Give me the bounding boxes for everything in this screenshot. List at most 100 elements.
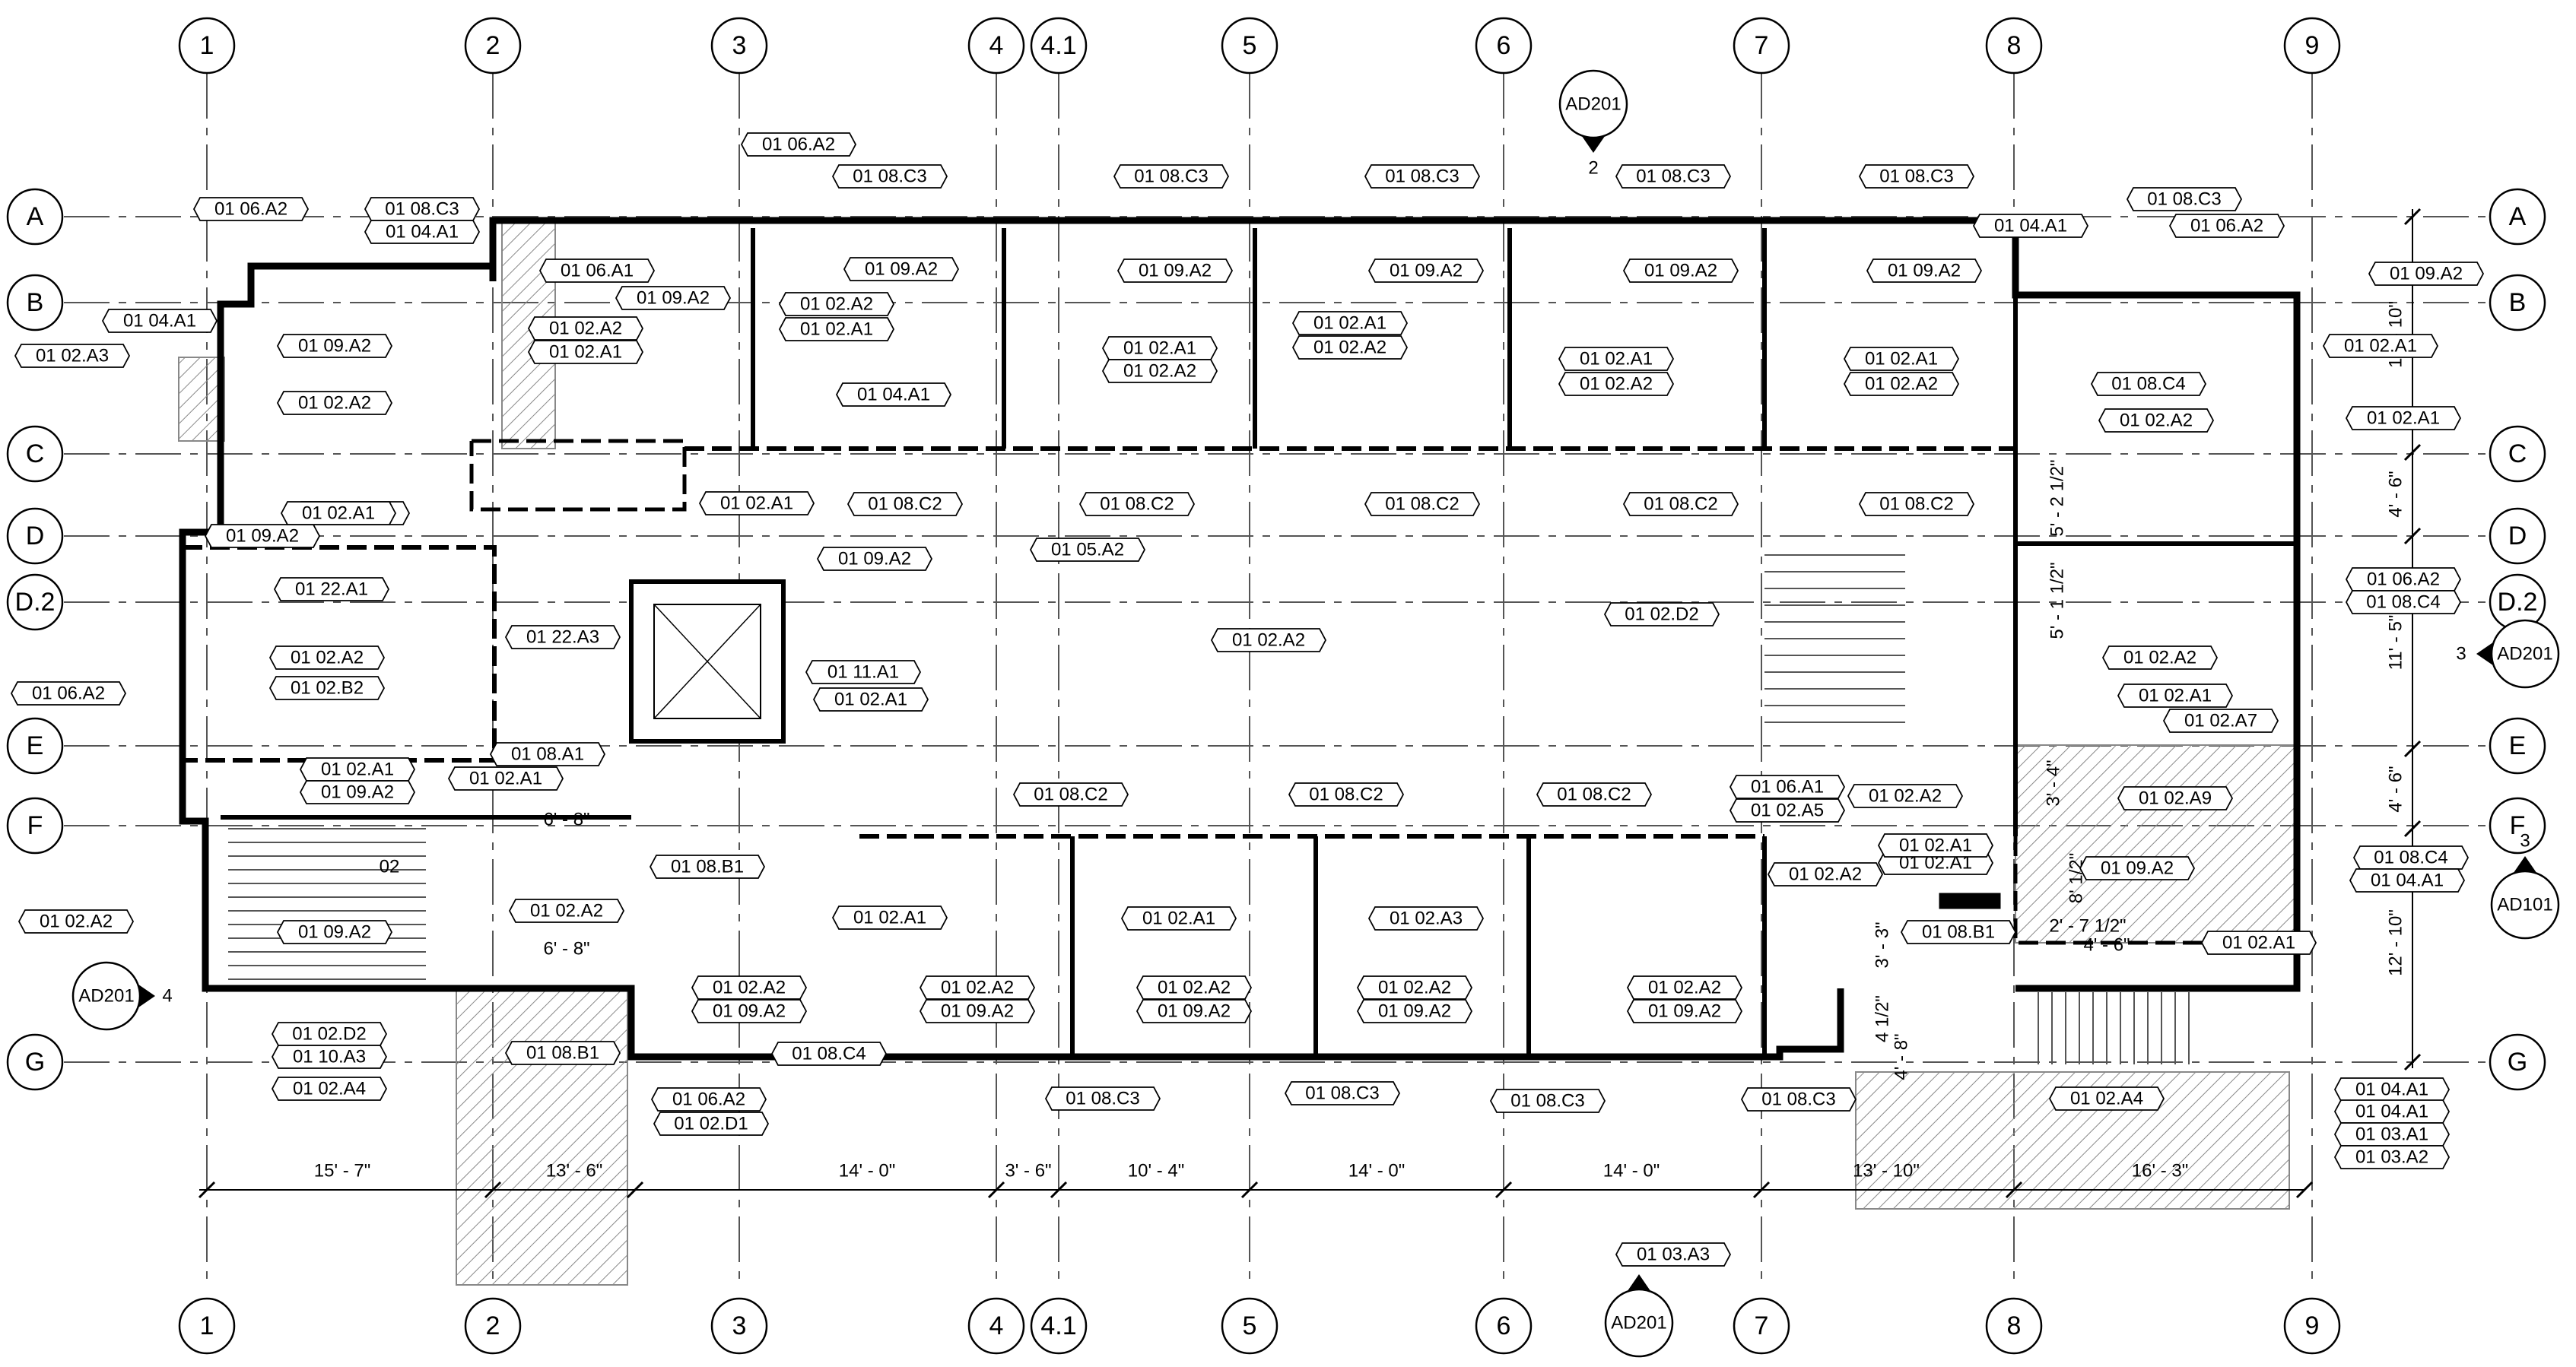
dimension-tick	[2403, 1053, 2422, 1071]
dimension-text: 4' - 8"	[1892, 1033, 1912, 1080]
keynote-tag	[276, 334, 393, 358]
keynote-tag	[268, 676, 386, 700]
grid-bubble-3	[710, 17, 768, 75]
grid-bubble-label: D	[26, 522, 45, 550]
keynote-tag-text: 01 02.A1	[2139, 686, 2212, 706]
grid-bubble-4.1	[1030, 17, 1088, 75]
grid-bubble-A	[6, 188, 64, 246]
room-number: 02	[380, 857, 400, 877]
keynote-tag-text: 01 08.C2	[1879, 494, 1953, 515]
grid-bubble-label: 3	[732, 1311, 747, 1340]
keynote-tag-text: 01 08.C2	[1644, 494, 1717, 515]
keynote-tag-text: 01 02.A2	[2120, 411, 2193, 431]
keynote-tag-text: 01 04.A1	[1994, 216, 2067, 236]
keynote-tag	[1367, 258, 1485, 283]
keynote-tag-text: 01 08.B1	[671, 857, 744, 877]
keynote-tag-text: 01 08.C4	[2111, 374, 2185, 395]
grid-bubble-6	[1475, 1297, 1533, 1355]
keynote-tag-text: 01 02.A2	[1869, 786, 1942, 807]
keynote-tag	[691, 975, 808, 1000]
equipment-block	[1939, 893, 2001, 909]
keynote-tag-text: 01 09.A2	[1378, 1001, 1451, 1022]
dimension-text: 5' - 2 1/2"	[2047, 459, 2068, 536]
keynote-tag	[2117, 786, 2234, 810]
keynote-tag	[1012, 782, 1129, 807]
keynote-tag-text: 01 09.A2	[1648, 1001, 1721, 1022]
keynote-tag-text: 01 02.A3	[36, 346, 109, 366]
keynote-tag	[1536, 782, 1653, 807]
keynote-tag	[271, 1077, 388, 1101]
keynote-tag-text: 01 06.A2	[762, 135, 835, 155]
dimension-text: 14' - 0"	[839, 1161, 895, 1181]
grid-bubble-D	[2489, 507, 2546, 565]
keynote-tag	[527, 316, 644, 341]
grid-bubble-label: 9	[2305, 1311, 2320, 1340]
keynote-tag	[919, 975, 1036, 1000]
keynote-tag	[1113, 164, 1230, 189]
keynote-tag	[538, 258, 656, 283]
keynote-tag	[504, 625, 621, 649]
grid-bubble-label: 1	[200, 1311, 214, 1340]
keynote-tag-text: 01 09.A2	[941, 1001, 1014, 1022]
keynote-tag	[2345, 406, 2462, 430]
keynote-tag-text: 01 09.A2	[1390, 261, 1463, 281]
grid-bubble-label: C	[26, 439, 45, 468]
keynote-tag	[649, 855, 766, 879]
keynote-tag	[1626, 999, 1743, 1023]
keynote-tag	[1858, 492, 1975, 516]
keynote-tag	[268, 645, 386, 670]
grid-bubble-label: F	[2510, 811, 2526, 840]
keynote-tag-text: 01 02.A2	[1789, 864, 1862, 885]
keynote-tag	[14, 344, 131, 368]
keynote-tag	[1078, 492, 1196, 516]
grid-bubble-label: 4.1	[1040, 1311, 1076, 1340]
grid-bubble-9	[2283, 17, 2341, 75]
demo-wall-vestibule	[469, 439, 687, 512]
keynote-tag-text: 01 02.A7	[2184, 711, 2257, 731]
keynote-tag	[1622, 492, 1739, 516]
grid-bubble-F	[2489, 797, 2546, 855]
grid-bubble-A	[2489, 188, 2546, 246]
keynote-tag	[1900, 920, 2017, 944]
keynote-tag-text: 01 09.A2	[2101, 858, 2174, 879]
grid-bubble-B	[6, 274, 64, 331]
dimension-text: 11' - 5"	[2386, 615, 2406, 671]
keynote-tag	[2168, 214, 2285, 238]
keynote-tag	[831, 164, 948, 189]
grid-bubble-label: 2	[486, 1311, 500, 1340]
dimension-tick	[2403, 208, 2422, 226]
dimension-text: 3' - 4"	[2044, 760, 2064, 806]
dimension-tick	[987, 1181, 1005, 1199]
keynote-tag	[192, 197, 310, 221]
keynote-tag	[846, 492, 964, 516]
keynote-tag	[1120, 906, 1237, 931]
keynote-tag	[276, 391, 393, 415]
keynote-tag-text: 01 08.C3	[1066, 1089, 1139, 1109]
keynote-tag	[1972, 214, 2089, 238]
keynote-tag	[653, 1112, 770, 1136]
section-view-number: 3	[2520, 831, 2530, 852]
keynote-tag-text: 01 09.A2	[2390, 264, 2463, 284]
grid-bubble-label: G	[2508, 1048, 2527, 1077]
keynote-tag	[1729, 798, 1846, 823]
grid-bubble-label: A	[27, 202, 44, 231]
keynote-tag-text: 01 02.A1	[853, 908, 926, 928]
demo-wall-east	[2013, 836, 2297, 945]
keynote-tag-text: 01 08.C2	[1385, 494, 1459, 515]
keynote-tag	[1843, 347, 1960, 371]
keynote-tag-text: 01 09.A2	[1888, 261, 1961, 281]
keynote-tag-text: 01 03.A1	[2355, 1124, 2428, 1145]
section-marker	[2490, 619, 2560, 689]
keynote-tag-text: 01 06.A2	[32, 684, 105, 704]
keynote-tag	[1489, 1089, 1606, 1113]
grid-bubble-9	[2283, 1297, 2341, 1355]
section-sheet-number: AD201	[1611, 1313, 1666, 1334]
keynote-tag	[650, 1087, 767, 1112]
keynote-tag-text: 01 04.A1	[386, 222, 459, 243]
keynote-tag-text: 01 06.A2	[214, 199, 287, 220]
keynote-tag-text: 01 02.A3	[1390, 909, 1463, 929]
keynote-tag-text: 01 02.A2	[291, 648, 364, 668]
keynote-tag	[615, 286, 732, 310]
grid-bubble-label: 9	[2305, 31, 2320, 60]
grid-bubble-B	[2489, 274, 2546, 331]
